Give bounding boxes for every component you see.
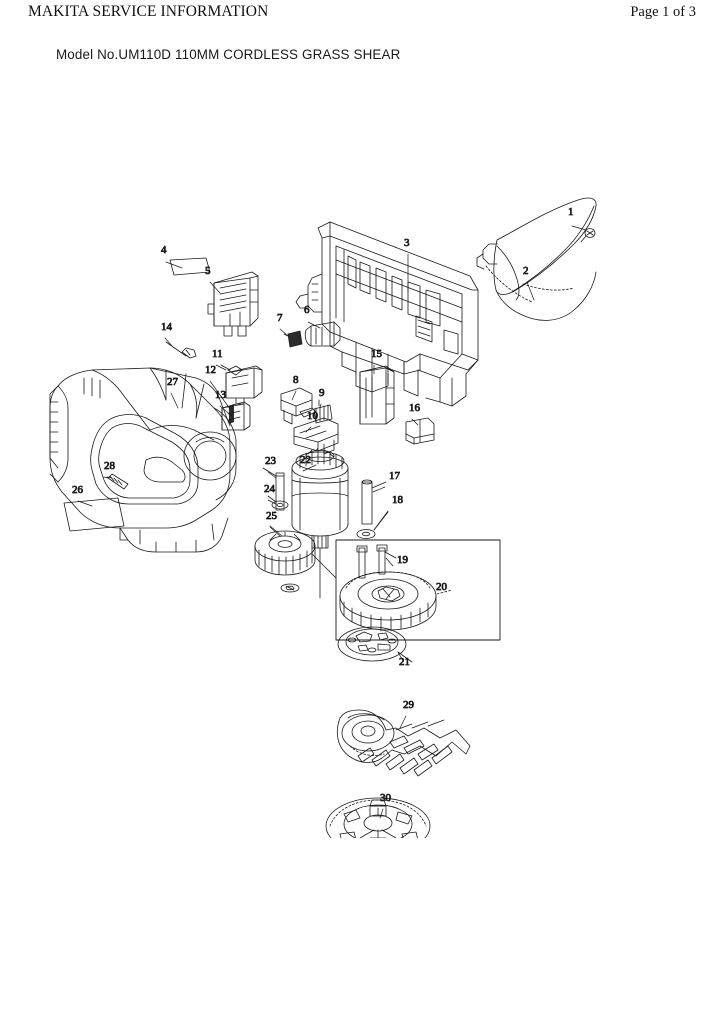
part-3-housing — [295, 221, 479, 407]
callout-15: 15 — [371, 348, 383, 360]
part-15-controller — [359, 365, 395, 425]
part-23-pin — [262, 467, 285, 511]
callout-30: 30 — [380, 792, 392, 804]
callout-1: 1 — [568, 206, 574, 218]
part-8-bracket — [280, 387, 317, 425]
callout-10: 10 — [307, 410, 319, 422]
callout-28: 28 — [104, 460, 116, 472]
callout-18: 18 — [392, 494, 404, 506]
part-21-disc — [337, 626, 413, 663]
callout-23: 23 — [265, 455, 277, 467]
page-number: Page 1 of 3 — [630, 4, 696, 20]
callout-14: 14 — [161, 321, 173, 333]
model-designation: Model No.UM110D 110MM CORDLESS GRASS SHE… — [56, 47, 401, 62]
part-14-spring-pin — [165, 341, 197, 359]
part-22-motor — [291, 447, 349, 599]
part-25-fan — [254, 525, 316, 576]
part-13-switch-plate — [221, 401, 251, 431]
part-9-pinion — [313, 399, 333, 424]
part-6-brush-holder — [304, 321, 341, 347]
part-1-screw — [580, 228, 596, 243]
part-25-ring — [280, 583, 300, 593]
part-20-gear — [339, 571, 453, 632]
part-2-blade-guard — [476, 197, 597, 321]
callout-21: 21 — [399, 656, 410, 668]
callout-24: 24 — [264, 483, 276, 495]
part-24-washer — [267, 495, 289, 510]
page-title: MAKITA SERVICE INFORMATION — [28, 3, 269, 20]
callout-8: 8 — [293, 374, 299, 386]
callout-5: 5 — [205, 265, 211, 277]
part-7-brush — [283, 330, 303, 348]
part-29-shear-blade — [336, 709, 471, 777]
part-17-shaft — [361, 479, 387, 525]
part-5-switch-block — [207, 271, 259, 337]
callout-7: 7 — [277, 312, 283, 324]
callout-17: 17 — [389, 470, 401, 482]
callout-13: 13 — [215, 389, 227, 401]
part-20-gear-assembly-box — [335, 539, 501, 641]
callout-20: 20 — [436, 581, 448, 593]
part-27-handle-body — [49, 367, 237, 553]
part-19-screws — [356, 544, 397, 579]
part-4-label — [169, 257, 211, 276]
callout-19: 19 — [397, 554, 409, 566]
callout-4: 4 — [161, 244, 167, 256]
part-26-label — [63, 497, 125, 532]
part-10-cover — [293, 417, 339, 455]
callout-29: 29 — [403, 699, 415, 711]
part-30-base-plate — [325, 797, 431, 838]
callout-11: 11 — [212, 348, 223, 360]
leader-lines — [77, 225, 587, 819]
callout-16: 16 — [409, 402, 421, 414]
callout-12: 12 — [205, 364, 216, 376]
callout-26: 26 — [72, 484, 84, 496]
callout-numbers: 1 2 3 4 5 6 7 8 9 10 11 12 13 14 15 16 1… — [72, 206, 574, 805]
part-12-switch-body — [225, 365, 263, 405]
callout-6: 6 — [304, 304, 310, 316]
callout-2: 2 — [523, 265, 529, 277]
part-28-screw — [103, 473, 129, 490]
callout-27: 27 — [167, 376, 179, 388]
callout-25: 25 — [266, 510, 278, 522]
callout-9: 9 — [319, 387, 325, 399]
callout-3: 3 — [404, 237, 410, 249]
part-16-lever — [405, 417, 435, 445]
callout-22: 22 — [300, 454, 311, 466]
exploded-parts-diagram: 1 2 3 4 5 6 7 8 9 10 11 12 13 14 15 16 1… — [0, 78, 724, 838]
